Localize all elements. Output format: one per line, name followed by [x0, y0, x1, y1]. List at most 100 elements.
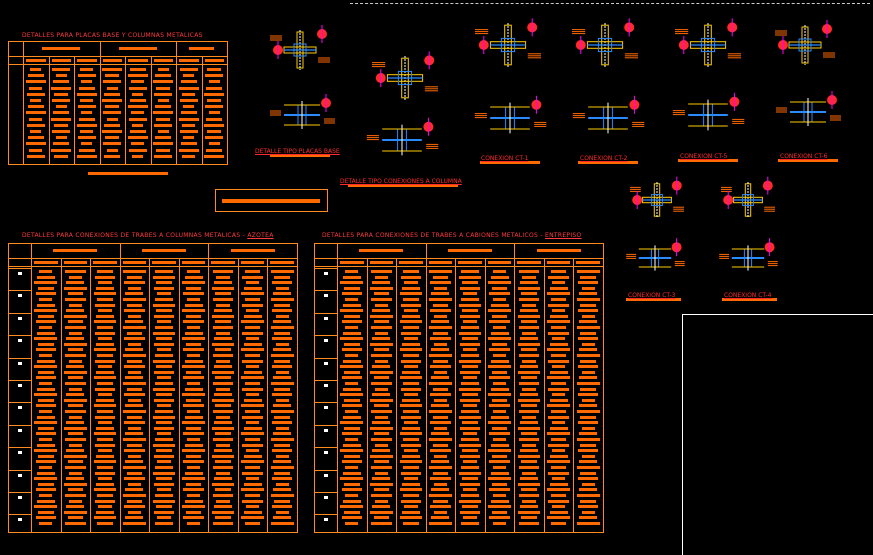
table-cell	[65, 410, 86, 413]
table-cell	[433, 314, 448, 318]
table-cell	[214, 477, 233, 481]
table-cell	[153, 510, 175, 514]
table-cell	[275, 426, 289, 430]
table-cell	[216, 275, 230, 279]
table-cell	[35, 376, 56, 380]
table-cell	[39, 466, 53, 469]
table-cell	[491, 510, 508, 514]
table-cell	[178, 117, 199, 121]
table-col-line	[543, 258, 545, 532]
table-cell	[244, 298, 261, 301]
beam-column-connections-table[interactable]	[8, 243, 298, 533]
table-cell	[401, 482, 420, 486]
layout-viewport-frame[interactable]	[682, 314, 873, 555]
table-cell	[97, 466, 113, 469]
table-cell	[37, 342, 54, 346]
table-cell	[462, 393, 478, 397]
table-cell	[39, 494, 53, 497]
table-cell	[205, 136, 224, 140]
table-cell	[66, 477, 85, 481]
beam-girder-connections-table[interactable]	[314, 243, 604, 533]
table-cell	[34, 365, 58, 369]
table-cell	[401, 286, 420, 290]
table-col-line	[23, 42, 24, 164]
table-cell	[35, 348, 56, 352]
table-cell	[67, 516, 84, 520]
base-plates-table[interactable]	[8, 41, 228, 165]
table-cell	[186, 438, 201, 441]
table-row-marker	[324, 339, 328, 343]
table-row-separator	[9, 335, 31, 337]
table-cell	[580, 275, 597, 279]
table-cell	[518, 410, 540, 413]
beam-column-table-title: DETALLES PARA CONEXIONES DE TRABES A COL…	[22, 232, 274, 239]
table-cell	[488, 337, 511, 341]
table-header-line	[315, 266, 603, 267]
table-cell	[431, 376, 450, 380]
table-cell	[185, 370, 202, 374]
table-cell	[273, 404, 292, 408]
table-cell	[549, 426, 568, 430]
table-cell	[37, 510, 54, 514]
table-cell	[153, 286, 175, 290]
table-cell	[103, 142, 122, 146]
table-cell	[132, 92, 144, 96]
table-cell	[342, 443, 361, 447]
connection-plate	[597, 37, 613, 53]
table-cell	[458, 471, 482, 475]
table-cell	[580, 359, 597, 363]
table-cell	[404, 281, 418, 285]
table-cell	[372, 477, 391, 481]
table-cell	[211, 370, 235, 374]
table-cell	[36, 275, 55, 279]
table-cell	[37, 482, 54, 486]
table-cell	[65, 354, 86, 357]
table-cell	[98, 309, 112, 313]
table-cell	[430, 393, 451, 397]
table-cell	[36, 499, 55, 503]
table-group-header	[359, 249, 404, 252]
table-header-cell	[399, 261, 423, 264]
table-header-cell	[428, 261, 453, 264]
sheet-top-dashed-line	[350, 3, 870, 4]
table-cell	[125, 432, 144, 436]
table-cell	[549, 454, 568, 458]
table-cell	[34, 309, 58, 313]
table-cell	[341, 376, 362, 380]
table-row-marker	[18, 428, 22, 432]
table-cell	[373, 488, 390, 492]
table-cell	[430, 337, 451, 341]
table-cell	[548, 499, 569, 503]
table-cell	[37, 314, 54, 318]
table-cell	[214, 365, 233, 369]
table-cell	[94, 499, 116, 503]
table-cell	[93, 516, 117, 520]
legend-box	[215, 189, 328, 212]
table-cell	[93, 376, 117, 380]
table-cell	[433, 342, 448, 346]
table-cell	[488, 365, 511, 369]
table-cell	[492, 298, 507, 301]
table-cell	[581, 286, 595, 290]
table-row-marker	[18, 406, 22, 410]
table-cell	[67, 348, 84, 352]
table-cell	[63, 482, 87, 486]
table-cell	[550, 382, 567, 385]
table-row-separator	[315, 447, 337, 449]
table-cell	[153, 398, 175, 402]
table-cell	[242, 471, 263, 475]
table-cell	[401, 398, 420, 402]
table-cell	[185, 454, 202, 458]
table-cell	[342, 415, 361, 419]
table-cell	[373, 516, 390, 520]
table-cell	[184, 359, 203, 363]
table-cell	[123, 270, 146, 273]
table-cell	[185, 426, 202, 430]
table-cell	[184, 499, 203, 503]
table-cell	[579, 292, 598, 296]
table-cell	[369, 510, 393, 514]
table-col-line	[514, 244, 516, 532]
table-cell	[36, 359, 55, 363]
table-cell	[127, 482, 142, 486]
